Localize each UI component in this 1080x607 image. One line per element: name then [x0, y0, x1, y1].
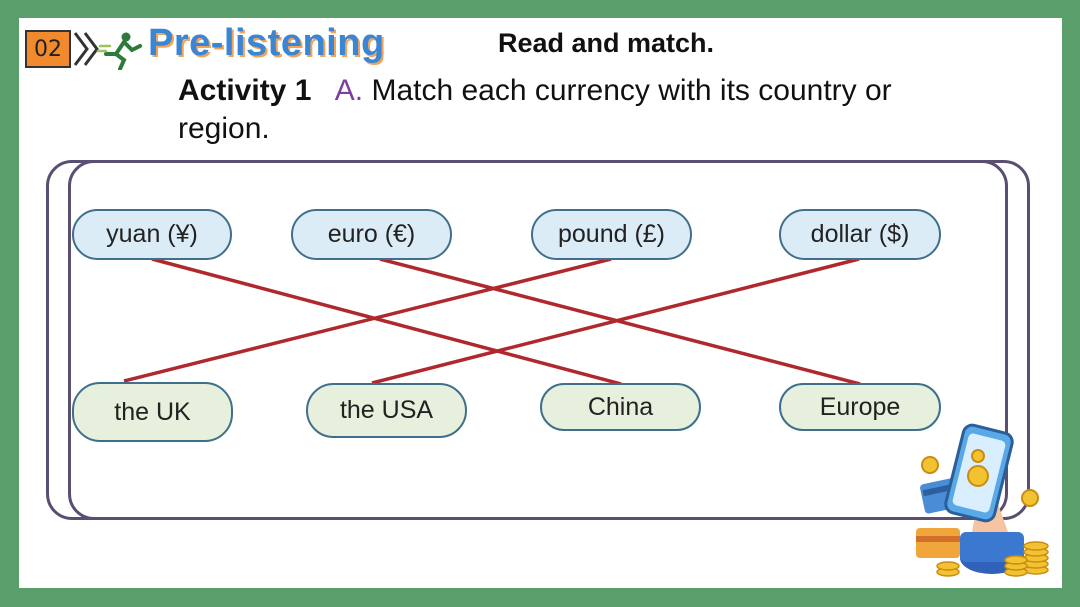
region-uk-option[interactable]: the UK: [72, 382, 233, 442]
instruction-text: Match each currency with its country or …: [178, 74, 892, 145]
region-usa-option[interactable]: the USA: [306, 383, 467, 438]
section-title: Pre-listening: [148, 22, 385, 64]
currency-euro-option[interactable]: euro (€): [291, 209, 452, 260]
region-china-option[interactable]: China: [540, 383, 701, 431]
chevron-right-icon: [73, 32, 89, 66]
currency-yuan-option[interactable]: yuan (¥): [72, 209, 232, 260]
activity-label: Activity 1: [178, 74, 312, 107]
chevron-right-icon: [83, 32, 99, 66]
task-heading: Read and match.: [498, 28, 715, 58]
region-europe-option[interactable]: Europe: [779, 383, 941, 431]
phone-payment-icon: [916, 423, 1049, 577]
section-number-badge: 02: [25, 30, 71, 68]
match-line-pound-uk: [123, 257, 612, 383]
currency-dollar-option[interactable]: dollar ($): [779, 209, 941, 260]
activity-instruction: Activity 1 A. Match each currency with i…: [178, 72, 978, 148]
match-line-dollar-usa: [371, 257, 860, 385]
activity-letter: A.: [334, 74, 364, 107]
runner-icon: [96, 32, 142, 70]
currency-pound-option[interactable]: pound (£): [531, 209, 692, 260]
match-line-yuan-china: [151, 257, 622, 386]
